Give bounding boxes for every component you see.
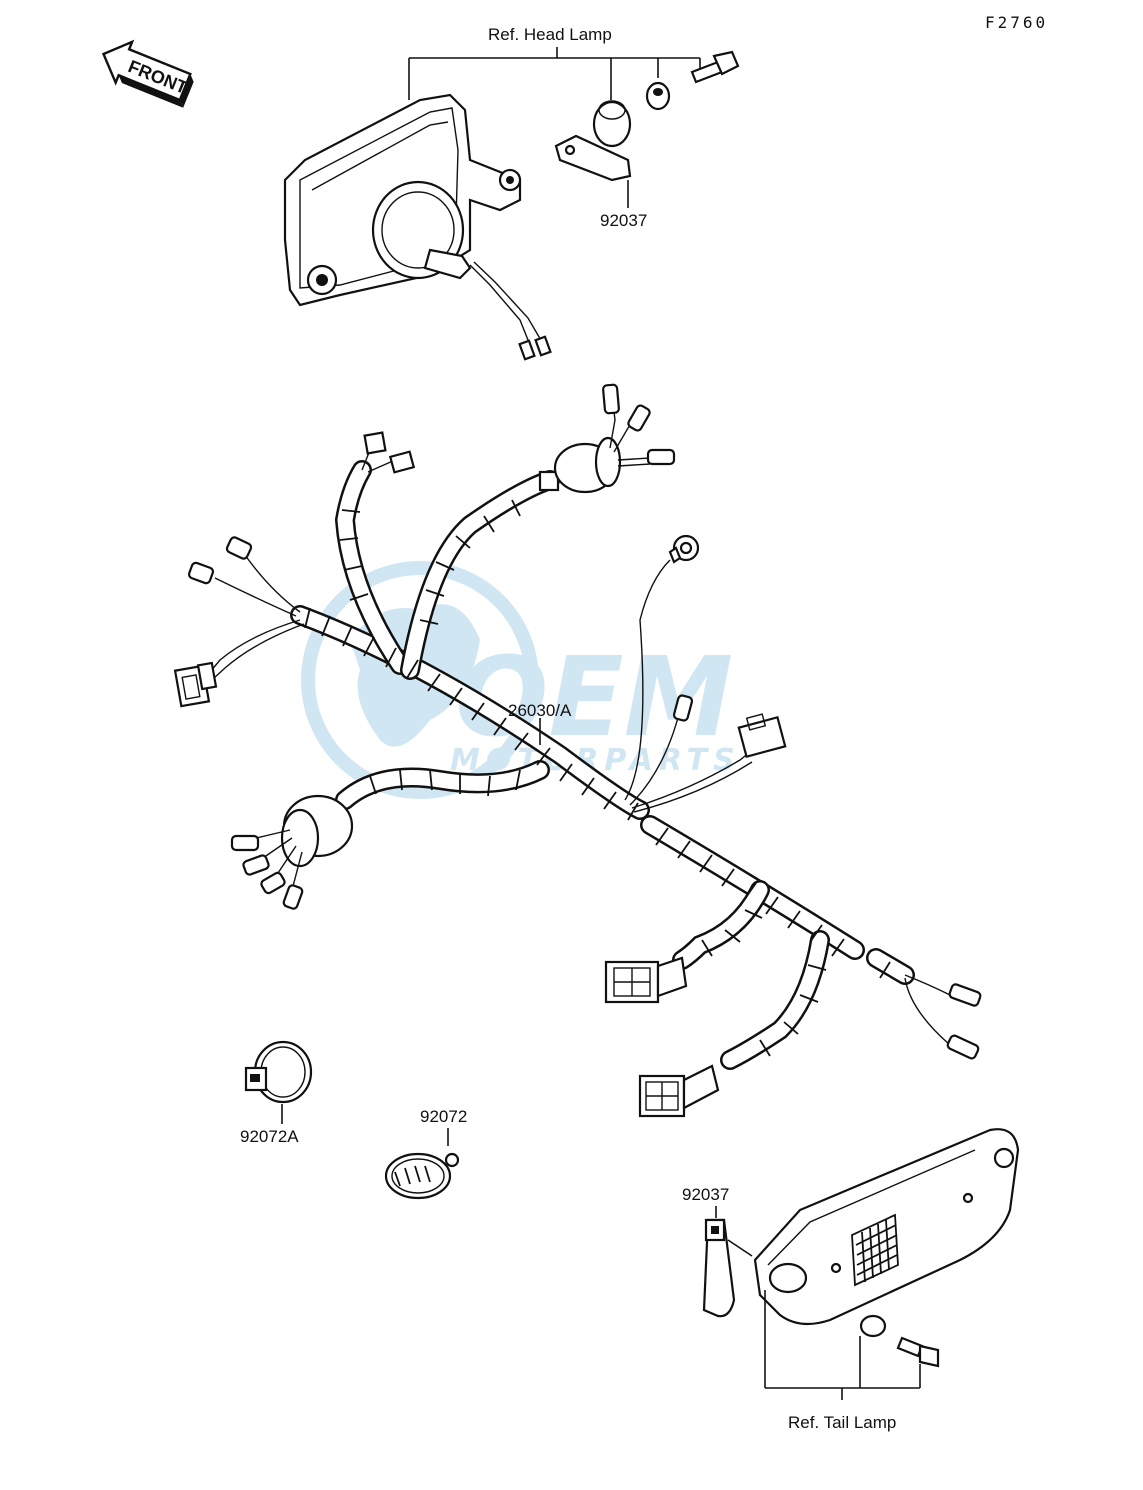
clamp xyxy=(384,1152,460,1200)
harness-left-end xyxy=(173,536,305,708)
clamp-a xyxy=(244,1040,313,1104)
head-lamp-bolt xyxy=(690,50,740,84)
tail-lamp xyxy=(753,1128,1020,1368)
harness-round-connector-upper xyxy=(538,383,676,494)
harness-right-branch xyxy=(624,534,787,813)
harness-connector-4pin-lower xyxy=(638,1064,720,1118)
head-lamp-collar xyxy=(645,81,671,111)
head-lamp-grommet xyxy=(592,100,632,148)
head-lamp-ref-lines xyxy=(408,47,701,100)
bracket-top-label: 92037 xyxy=(600,211,647,230)
tail-lamp-lens xyxy=(851,1213,899,1287)
front-arrow-icon: FRONT xyxy=(101,39,194,108)
clamp-a-label: 92072A xyxy=(240,1127,299,1146)
bracket-top xyxy=(554,134,632,182)
tail-lamp-ref-lines xyxy=(727,1239,921,1400)
wiring-harness xyxy=(173,383,982,1118)
harness-right-end xyxy=(904,974,982,1060)
wiring-harness-label: 26030/A xyxy=(508,701,572,720)
harness-small-terminals xyxy=(361,431,416,474)
diagram-code: F2760 xyxy=(985,13,1048,32)
bracket-bottom xyxy=(702,1218,736,1318)
head-lamp-ref-label: Ref. Head Lamp xyxy=(488,25,612,44)
watermark-brand: OEM xyxy=(455,633,733,761)
tail-lamp-ref-label: Ref. Tail Lamp xyxy=(788,1413,896,1432)
bracket-bottom-label: 92037 xyxy=(682,1185,729,1204)
harness-connector-4pin-upper xyxy=(604,956,688,1004)
clamp-label: 92072 xyxy=(420,1107,467,1126)
harness-round-connector-lower xyxy=(230,794,354,910)
head-lamp xyxy=(283,93,552,361)
